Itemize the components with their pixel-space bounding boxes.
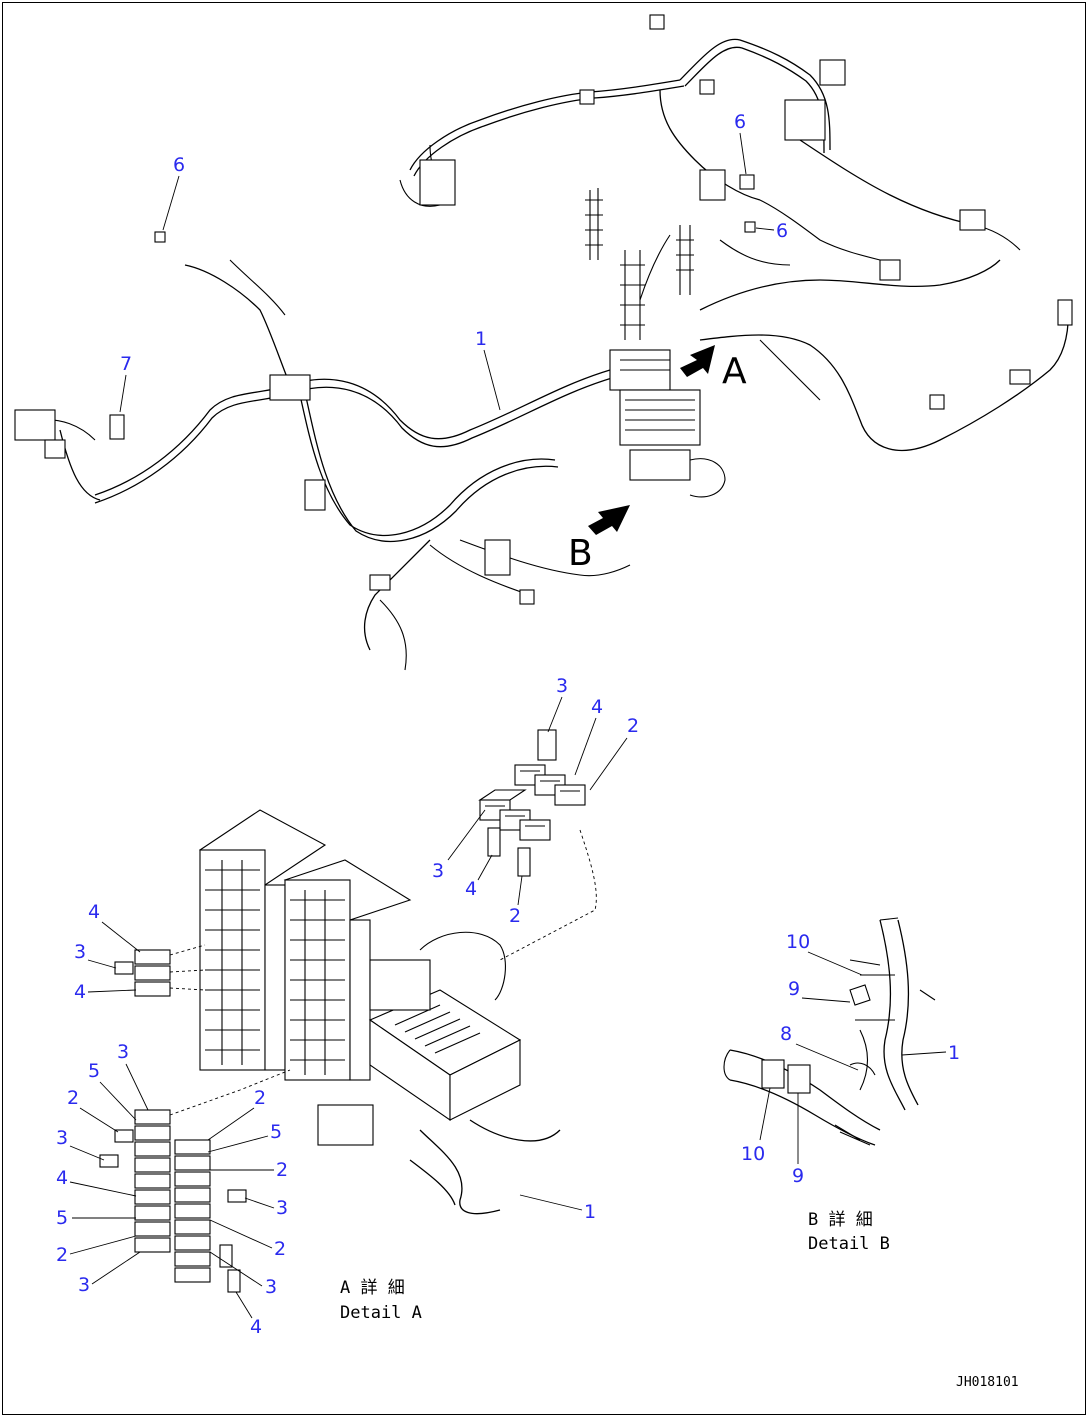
document-id: JH018101 — [956, 1375, 1019, 1390]
callout-bl-5b: 5 — [56, 1207, 68, 1229]
callout-b-9a: 9 — [788, 978, 800, 1000]
callout-br-2a: 2 — [254, 1087, 266, 1109]
callout-top-4a: 4 — [591, 696, 603, 718]
callout-b-10b: 10 — [741, 1143, 765, 1165]
callout-top-4b: 4 — [465, 878, 477, 900]
detail-a-fuse-box — [99, 729, 597, 1293]
detail-b-harness-routing — [723, 917, 936, 1146]
callout-b-9b: 9 — [792, 1165, 804, 1187]
callout-bl-3: 3 — [117, 1041, 129, 1063]
callout-br-2b: 2 — [276, 1159, 288, 1181]
callout-mid-3: 3 — [74, 941, 86, 963]
callout-main-6b: 6 — [734, 111, 746, 133]
detail-b-caption-en: Detail B — [808, 1234, 890, 1254]
callout-top-3b: 3 — [432, 860, 444, 882]
callout-b-10a: 10 — [786, 931, 810, 953]
controller-box — [317, 931, 522, 1146]
fuse-stack-right — [174, 1139, 247, 1293]
callout-bl-5a: 5 — [88, 1060, 100, 1082]
callout-main-1: 1 — [475, 328, 487, 350]
callout-main-6a: 6 — [173, 154, 185, 176]
fuse-block-left — [198, 809, 327, 1071]
relay-stack-top — [478, 729, 586, 877]
view-letter-a: A — [722, 351, 747, 392]
fuse-stack-left — [99, 1109, 171, 1253]
detail-b-caption-jp: B 詳 細 — [808, 1210, 873, 1230]
callout-br-3a: 3 — [276, 1197, 288, 1219]
callout-top-3a: 3 — [556, 675, 568, 697]
callout-main-6c: 6 — [776, 220, 788, 242]
callout-bl-3c: 3 — [78, 1274, 90, 1296]
callout-top-2a: 2 — [627, 715, 639, 737]
callout-br-2c: 2 — [274, 1238, 286, 1260]
detail-a-caption-en: Detail A — [340, 1303, 422, 1323]
callout-mid-4a: 4 — [88, 901, 100, 923]
callout-a-1: 1 — [584, 1201, 596, 1223]
callout-br-3b: 3 — [265, 1276, 277, 1298]
callout-bl-3b: 3 — [56, 1127, 68, 1149]
callout-mid-4b: 4 — [74, 981, 86, 1003]
callout-br-5: 5 — [270, 1121, 282, 1143]
fuse-block-right — [283, 859, 412, 1081]
relay-stack-middle — [114, 949, 171, 997]
callout-bl-2a: 2 — [67, 1087, 79, 1109]
detail-a-caption-jp: A 詳 細 — [340, 1278, 405, 1298]
callout-b-1: 1 — [948, 1042, 960, 1064]
callout-bl-2b: 2 — [56, 1244, 68, 1266]
callout-main-7: 7 — [120, 353, 132, 375]
callout-br-4: 4 — [250, 1316, 262, 1338]
main-harness-assembly — [14, 14, 1073, 671]
callout-top-2b: 2 — [509, 905, 521, 927]
callout-bl-4: 4 — [56, 1167, 68, 1189]
view-letter-b: B — [568, 533, 593, 574]
callout-b-8: 8 — [780, 1023, 792, 1045]
